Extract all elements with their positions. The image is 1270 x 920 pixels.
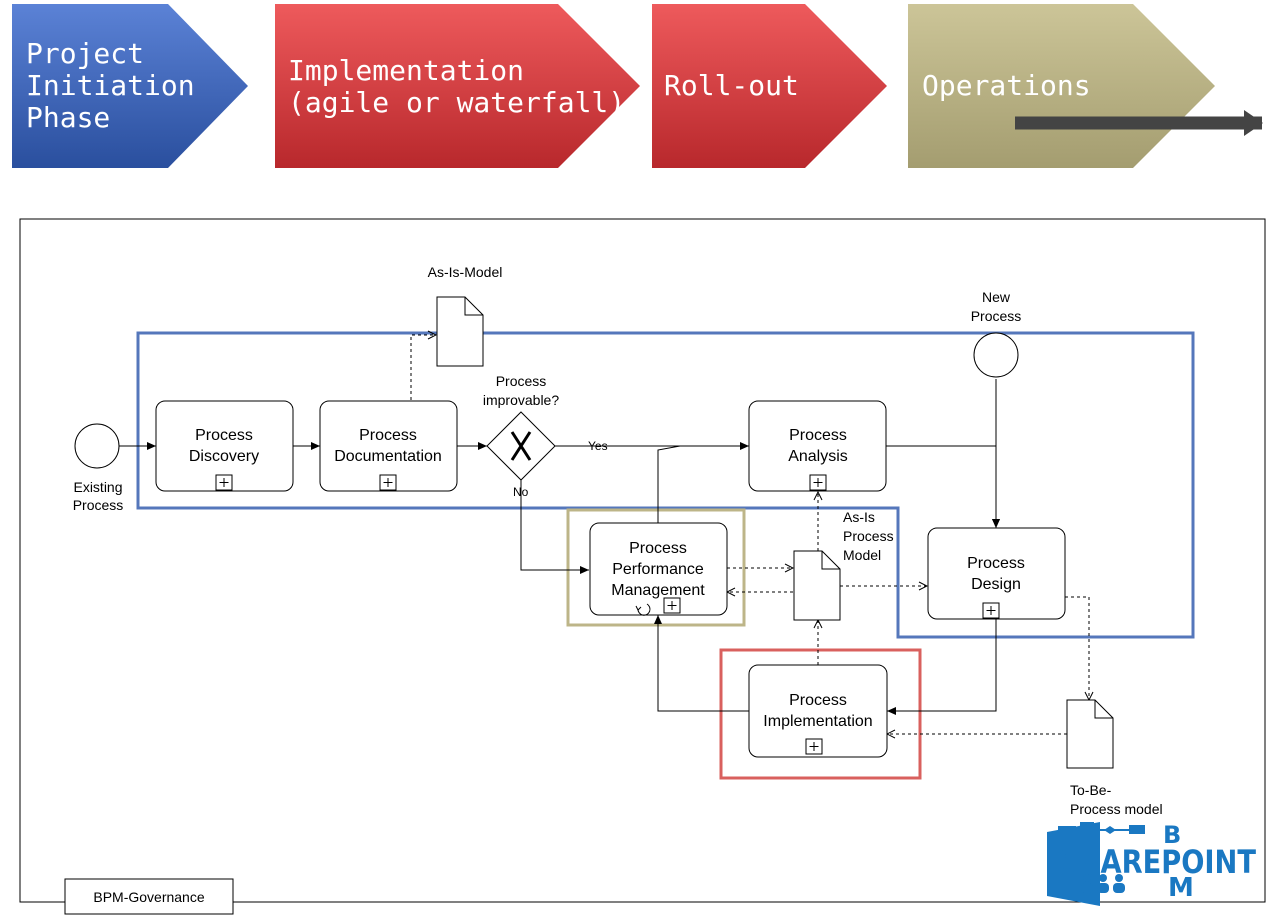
sharepoint-bpm-logo: B SHAREPOINT M: [1047, 821, 1256, 906]
task-label: Process: [967, 555, 1025, 572]
phase-implementation: Implementation (agile or waterfall): [275, 4, 640, 168]
gateway-yes-label: Yes: [588, 439, 608, 453]
task-process-performance-management: Process Performance Management: [589, 522, 728, 616]
gateway-label: improvable?: [483, 392, 559, 408]
task-label: Process: [195, 427, 253, 444]
gateway-no-label: No: [513, 485, 529, 499]
loop-icon: [635, 603, 651, 616]
task-label: Process: [359, 427, 417, 444]
task-label: Discovery: [189, 448, 259, 465]
task-process-discovery: Process Discovery: [155, 400, 294, 492]
phase-roll-out: Roll-out: [652, 4, 887, 168]
data-object-label: As-Is-Model: [428, 264, 503, 280]
task-process-implementation: Process Implementation: [748, 664, 888, 758]
subprocess-plus-icon: [215, 474, 233, 491]
task-label: Process: [789, 427, 847, 444]
event-label: Existing: [73, 479, 122, 495]
data-object-label: Process model: [1070, 801, 1163, 817]
data-object-as-is-model: As-Is-Model: [428, 264, 503, 367]
governance-frame: [19, 218, 1266, 903]
task-process-documentation: Process Documentation: [319, 400, 458, 492]
event-label: New: [982, 289, 1011, 305]
data-object-label: To-Be-: [1070, 782, 1112, 798]
start-event-existing-process: Existing Process: [73, 423, 124, 513]
data-object-to-be-process-model: To-Be- Process model: [1066, 699, 1163, 817]
governance-label: BPM-Governance: [93, 889, 204, 905]
event-label: Process: [73, 497, 124, 513]
task-process-design: Process Design: [927, 527, 1066, 620]
task-label: Performance: [612, 561, 704, 578]
logo-people-icon: [1081, 874, 1125, 893]
phase-label: Project: [26, 37, 144, 70]
phase-label: Roll-out: [664, 69, 799, 102]
task-label: Documentation: [334, 448, 442, 465]
subprocess-plus-icon: [982, 602, 1000, 619]
subprocess-plus-icon: [663, 597, 681, 614]
phase-project-initiation: Project Initiation Phase: [12, 4, 248, 168]
task-process-analysis: Process Analysis: [748, 400, 887, 492]
data-associations: [410, 335, 1089, 734]
sequence-flows: [119, 379, 1000, 715]
project-initiation-frame: [136, 331, 1195, 639]
task-label: Process: [629, 540, 687, 557]
phase-label: Phase: [26, 101, 110, 134]
governance-label-box: BPM-Governance: [64, 878, 234, 915]
logo-letter-b: B: [1163, 821, 1181, 849]
subprocess-plus-icon: [805, 738, 823, 755]
phase-label: Initiation: [26, 69, 195, 102]
exclusive-gateway: Process improvable? Yes No: [483, 373, 608, 499]
phase-label: (agile or waterfall): [288, 86, 625, 119]
event-label: Process: [971, 308, 1022, 324]
task-label: Design: [971, 576, 1021, 593]
rollout-frame: [719, 648, 922, 780]
operations-frame: [566, 508, 746, 627]
phase-label: Implementation: [288, 54, 524, 87]
subprocess-plus-icon: [809, 474, 827, 491]
data-object-label: As-Is: [843, 509, 875, 525]
phase-label: Operations: [922, 69, 1091, 102]
gateway-x-icon: [510, 431, 532, 461]
data-object-as-is-process-model: As-Is Process Model: [793, 509, 894, 621]
subprocess-plus-icon: [379, 474, 397, 491]
task-label: Implementation: [763, 713, 872, 730]
phase-operations: Operations: [908, 4, 1263, 168]
start-event-new-process: New Process: [971, 289, 1022, 378]
data-object-label: Process: [843, 528, 894, 544]
logo-letter-m: M: [1168, 873, 1194, 903]
task-label: Analysis: [788, 448, 848, 465]
gateway-label: Process: [496, 373, 547, 389]
data-object-label: Model: [843, 547, 881, 563]
task-label: Process: [789, 692, 847, 709]
task-label: Management: [611, 582, 705, 599]
logo-wordmark: SHAREPOINT: [1058, 843, 1256, 881]
